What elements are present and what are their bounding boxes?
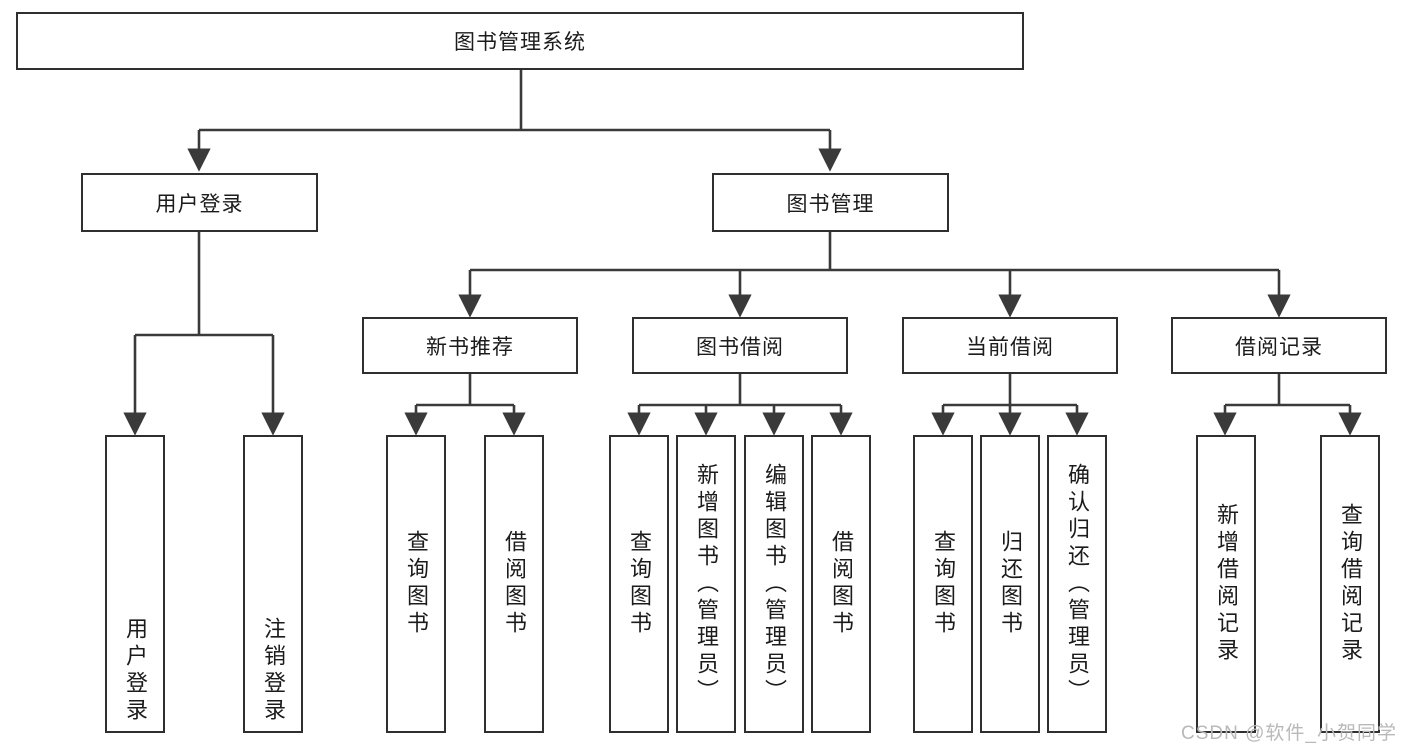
node-label: 图书管理: [786, 192, 875, 216]
node-label: 查询图书: [931, 530, 956, 638]
node-label: 编辑图书（管理员）: [762, 462, 787, 706]
csdn-watermark: CSDN @软件_小贺同学: [1181, 723, 1397, 744]
leaf-return-book[interactable]: 归还图书: [980, 435, 1040, 733]
node-label: 新书推荐: [426, 335, 514, 359]
node-label: 借阅图书: [502, 530, 527, 638]
node-label: 用户登录: [123, 617, 148, 725]
node-user-login[interactable]: 用户登录: [81, 173, 318, 232]
node-current-borrow[interactable]: 当前借阅: [902, 317, 1118, 374]
node-label: 图书借阅: [696, 335, 784, 359]
node-label: 图书管理系统: [454, 31, 586, 54]
leaf-add-borrow-record[interactable]: 新增借阅记录: [1196, 435, 1256, 733]
leaf-edit-book-admin[interactable]: 编辑图书（管理员）: [744, 435, 804, 733]
leaf-borrow-book[interactable]: 借阅图书: [811, 435, 871, 733]
node-book-management[interactable]: 图书管理: [712, 173, 949, 232]
node-label: 当前借阅: [966, 335, 1054, 359]
node-label: 新增借阅记录: [1214, 503, 1239, 665]
node-label: 新增图书（管理员）: [694, 462, 719, 706]
node-label: 查询图书: [404, 530, 429, 638]
node-label: 借阅记录: [1235, 335, 1323, 359]
node-borrow-records[interactable]: 借阅记录: [1171, 317, 1387, 374]
leaf-user-login[interactable]: 用户登录: [105, 435, 165, 733]
leaf-borrow-book-new[interactable]: 借阅图书: [484, 435, 544, 733]
node-label: 查询借阅记录: [1338, 503, 1363, 665]
leaf-query-book-new[interactable]: 查询图书: [386, 435, 446, 733]
node-label: 用户登录: [155, 192, 244, 216]
leaf-query-book-borrow[interactable]: 查询图书: [609, 435, 669, 733]
leaf-confirm-return-admin[interactable]: 确认归还（管理员）: [1047, 435, 1107, 733]
node-label: 查询图书: [627, 530, 652, 638]
node-root-system[interactable]: 图书管理系统: [16, 12, 1024, 70]
leaf-query-book-current[interactable]: 查询图书: [913, 435, 973, 733]
node-book-borrow[interactable]: 图书借阅: [632, 317, 848, 374]
node-label: 借阅图书: [829, 530, 854, 638]
node-new-book-recommend[interactable]: 新书推荐: [362, 317, 578, 374]
node-label: 归还图书: [998, 530, 1023, 638]
node-label: 确认归还（管理员）: [1065, 462, 1090, 706]
leaf-query-borrow-record[interactable]: 查询借阅记录: [1320, 435, 1380, 733]
node-label: 注销登录: [261, 617, 286, 725]
leaf-add-book-admin[interactable]: 新增图书（管理员）: [676, 435, 736, 733]
leaf-logout[interactable]: 注销登录: [243, 435, 303, 733]
